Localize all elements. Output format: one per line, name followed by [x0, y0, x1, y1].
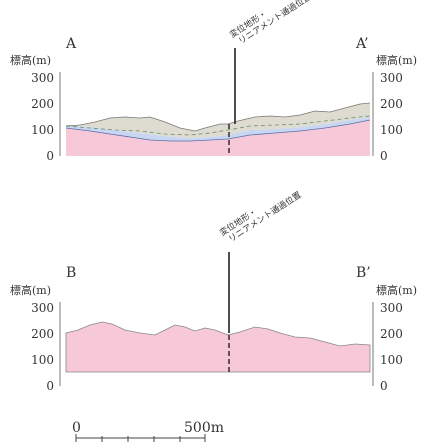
section-b-right-tick-0: 0 [380, 379, 388, 393]
section-b-right-elevation-label: 標高(m) [376, 283, 417, 297]
scale-bar: 0 500m [72, 420, 224, 442]
section-b-left-label: B [66, 265, 76, 281]
section-b-left-tick-100: 100 [31, 353, 54, 367]
section-a-right-tick-200: 200 [380, 97, 403, 111]
section-b-right-label: B’ [356, 265, 371, 281]
section-a-right-label: A’ [355, 36, 369, 52]
section-b-left-tick-200: 200 [31, 327, 54, 341]
section-a-ground-surface [65, 102, 371, 132]
section-b: B B’ 標高(m) 標高(m) 300 200 100 0 300 200 1… [10, 189, 417, 393]
section-b-right-tick-200: 200 [380, 327, 403, 341]
section-b-left-tick-300: 300 [31, 301, 54, 315]
section-b-left-tick-0: 0 [46, 379, 54, 393]
section-a-left-label: A [65, 36, 77, 52]
section-b-annotation: 変位地形・ リニアメント通過位置 [218, 189, 304, 245]
section-b-right-tick-100: 100 [380, 353, 403, 367]
section-a-left-elevation-label: 標高(m) [10, 53, 51, 67]
section-a-right-tick-100: 100 [380, 123, 403, 137]
section-a-left-tick-100: 100 [31, 123, 54, 137]
section-a-right-tick-300: 300 [380, 71, 403, 85]
section-a-annotation: 変位地形・ リニアメント通過位置 [228, 0, 314, 47]
scale-end-label: 500m [184, 420, 224, 436]
section-a-left-tick-0: 0 [46, 149, 54, 163]
section-a-right-elevation-label: 標高(m) [376, 53, 417, 67]
section-a-surface-layer [66, 103, 370, 138]
section-a-sediment-blue-layer [66, 117, 370, 141]
section-a-right-tick-0: 0 [380, 149, 388, 163]
section-b-left-elevation-label: 標高(m) [10, 283, 51, 297]
section-b-bedrock-layer [65, 321, 371, 373]
section-a-bedrock-layer [66, 120, 370, 156]
scale-start-label: 0 [72, 420, 81, 436]
section-a-left-tick-200: 200 [31, 97, 54, 111]
section-a-left-tick-300: 300 [31, 71, 54, 85]
section-b-right-tick-300: 300 [380, 301, 403, 315]
section-a-boundary-line-2 [65, 119, 371, 142]
section-a: A A’ 標高(m) 標高(m) 300 200 100 0 300 200 1… [10, 0, 417, 163]
